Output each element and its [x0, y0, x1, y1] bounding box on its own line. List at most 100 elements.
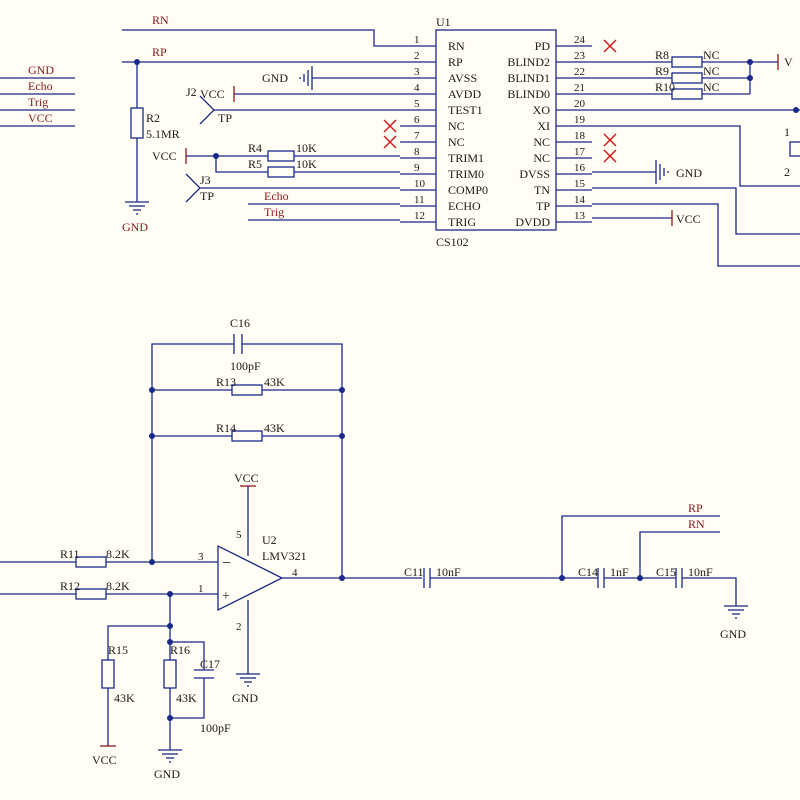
u1-pin-name: BLIND1 — [507, 71, 550, 85]
avss-gnd: GND — [262, 66, 400, 90]
u1-left-noconnect — [383, 119, 397, 149]
u1-pin-name: TRIM0 — [448, 167, 484, 181]
u1-pin-name: BLIND0 — [507, 87, 550, 101]
u1-pin-name: NC — [448, 135, 465, 149]
r11-resistor — [75, 556, 107, 568]
r4-ref: R4 — [248, 141, 262, 155]
conn-echo-label: Echo — [28, 79, 53, 93]
u1-pin-number: 5 — [414, 98, 420, 110]
r2-val: 5.1MR — [146, 127, 180, 141]
r16-resistor — [163, 659, 177, 689]
c11-val: 10nF — [436, 565, 461, 579]
u1-pin-number: 17 — [574, 146, 586, 158]
crystal-pin2: 2 — [784, 165, 790, 179]
output-filter: C11 10nF RP C14 1nF RN C15 10nF GND — [404, 501, 748, 641]
u2-pin2: 2 — [236, 621, 242, 633]
r14-ref: R14 — [216, 421, 236, 435]
c16-ref: C16 — [230, 316, 250, 330]
vcc-label-dvdd: VCC — [676, 212, 701, 226]
u1-pin-number: 22 — [574, 66, 585, 78]
opamp-plus: + — [222, 589, 230, 604]
j3-tp: TP — [200, 189, 214, 203]
r15-ref: R15 — [108, 643, 128, 657]
r4-val: 10K — [296, 141, 317, 155]
net-rn-top: RN — [152, 13, 169, 27]
u1-pin-name: AVSS — [448, 71, 477, 85]
gnd-label-avss: GND — [262, 71, 288, 85]
connector-nets: GND Echo Trig VCC — [0, 63, 75, 127]
r13-ref: R13 — [216, 375, 236, 389]
r8-nc: NC — [703, 48, 720, 62]
u1-pin-name: NC — [533, 135, 550, 149]
r15-resistor — [101, 659, 115, 689]
u1-pin-number: 8 — [414, 146, 420, 158]
u1-pin-number: 9 — [414, 162, 420, 174]
u1-pin-number: 20 — [574, 98, 586, 110]
u2-pin1: 1 — [198, 583, 204, 595]
gnd-label-filter: GND — [720, 627, 746, 641]
net-echo: Echo — [264, 189, 289, 203]
u1-pin-name: PD — [535, 39, 551, 53]
r10-ref: R10 — [655, 80, 675, 94]
u1-pin-name: TN — [534, 183, 550, 197]
u2-ref: U2 — [262, 533, 277, 547]
vcc-partial-label: V — [784, 55, 793, 69]
c17-val: 100pF — [200, 721, 231, 735]
u2-part: LMV321 — [262, 549, 307, 563]
u1-pin-number: 14 — [574, 194, 586, 206]
gnd-label-u2: GND — [232, 691, 258, 705]
r9-ref: R9 — [655, 64, 669, 78]
r4-resistor — [267, 150, 295, 162]
u1-pin-name: NC — [448, 119, 465, 133]
c16-val: 100pF — [230, 359, 261, 373]
c15-val: 10nF — [688, 565, 713, 579]
c17-ref: C17 — [200, 657, 220, 671]
u1-pin-number: 2 — [414, 50, 420, 62]
u1-pin-number: 24 — [574, 34, 586, 46]
r2-ref: R2 — [146, 111, 160, 125]
r2-resistor — [130, 107, 144, 139]
crystal-pin1: 1 — [784, 125, 790, 139]
gnd-symbol-r2 — [125, 201, 149, 215]
u1-pin-number: 23 — [574, 50, 586, 62]
net-rn-filter: RN — [688, 517, 705, 531]
r14-val: 43K — [264, 421, 285, 435]
r5-resistor — [267, 166, 295, 178]
u1-pin-name: ECHO — [448, 199, 481, 213]
u1-pin-name: DVDD — [515, 215, 550, 229]
u1-pin-name: XI — [537, 119, 550, 133]
r12-val: 8.2K — [106, 579, 130, 593]
j2-ref: J2 — [186, 85, 197, 99]
u1-pin-number: 16 — [574, 162, 586, 174]
u1-pin-number: 7 — [414, 130, 420, 142]
vcc-label-trim: VCC — [152, 149, 177, 163]
vcc-label-u2: VCC — [234, 471, 259, 485]
u1-pin-number: 19 — [574, 114, 586, 126]
feedback-network: C16 100pF R13 43K R14 43K — [149, 316, 345, 578]
net-rp-filter: RP — [688, 501, 703, 515]
u1-pin-number: 1 — [414, 34, 420, 46]
u1-pin-name: TP — [536, 199, 550, 213]
gnd-label-dvss: GND — [676, 166, 702, 180]
u1-pin-name: RP — [448, 55, 463, 69]
u1-pin-name: TRIM1 — [448, 151, 484, 165]
avdd-vcc: VCC — [200, 86, 400, 102]
conn-trig-label: Trig — [28, 95, 48, 109]
u1-pin-number: 6 — [414, 114, 420, 126]
u1-pin-name: AVDD — [448, 87, 481, 101]
c11-ref: C11 — [404, 565, 424, 579]
u1-right-nets: R8 R9 R10 NC NC NC V 1 2 GND VCC — [592, 39, 800, 267]
net-trig: Trig — [264, 205, 284, 219]
j2-testpoint: J2 TP — [186, 85, 400, 125]
u1-pin-name: DVSS — [519, 167, 550, 181]
r12-ref: R12 — [60, 579, 80, 593]
net-rp-top: RP — [152, 45, 167, 59]
c15-ref: C15 — [656, 565, 676, 579]
r5-val: 10K — [296, 157, 317, 171]
u1-pin-number: 13 — [574, 210, 586, 222]
u1-part: CS102 — [436, 235, 469, 249]
r16-ref: R16 — [170, 643, 190, 657]
